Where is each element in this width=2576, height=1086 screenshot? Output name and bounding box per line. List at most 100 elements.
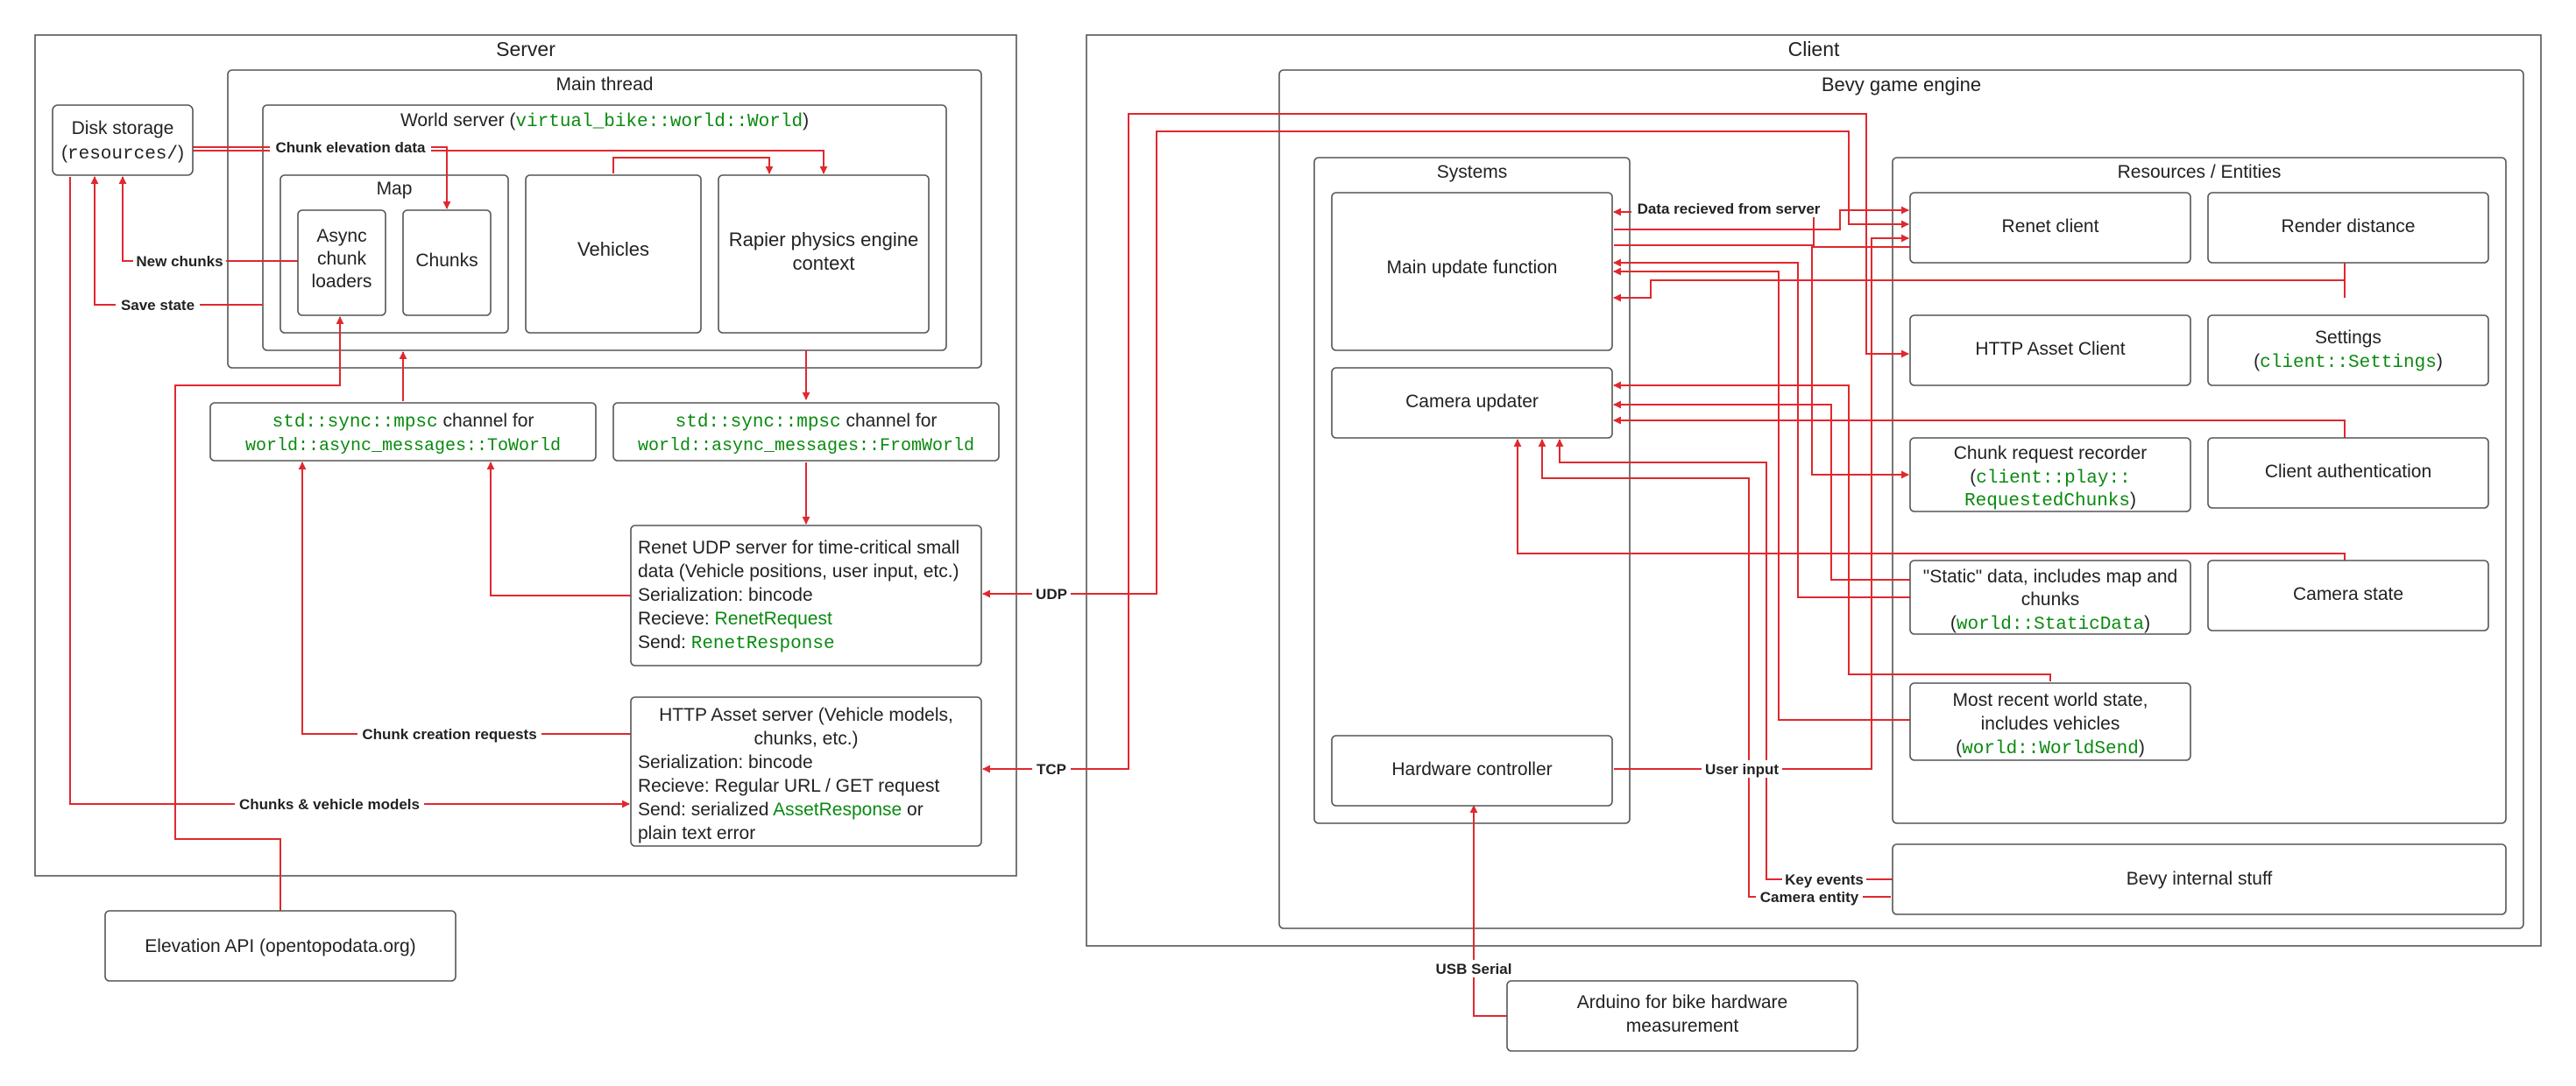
main-update-function-node: Main update function [1331, 192, 1613, 351]
svg-text:std::sync::mpsc channel for: std::sync::mpsc channel for [272, 411, 534, 433]
svg-text:Hardware controller: Hardware controller [1391, 759, 1552, 779]
svg-text:(client::play::: (client::play:: [1970, 467, 2130, 489]
world-server-container: World server (virtual_bike::world::World… [262, 104, 947, 351]
edge-key-events [1555, 439, 1893, 880]
svg-text:Serialization: bincode: Serialization: bincode [638, 752, 813, 772]
svg-text:chunks: chunks [2021, 589, 2080, 610]
http-asset-client-node: HTTP Asset Client [1909, 314, 2191, 386]
edge-camstate-to-camera [1513, 439, 2346, 561]
svg-text:loaders: loaders [312, 272, 372, 292]
svg-text:Camera state: Camera state [2293, 584, 2403, 604]
world-server-title: World server (virtual_bike::world::World… [400, 110, 809, 132]
client-authentication-node: Client authentication [2207, 437, 2489, 509]
svg-text:Main update function: Main update function [1387, 257, 1558, 278]
label-data-received: Data recieved from server [1638, 201, 1821, 217]
edge-usb-serial [1469, 805, 1509, 1017]
renet-client-node: Renet client [1909, 192, 2191, 264]
svg-text:Recieve: RenetRequest: Recieve: RenetRequest [638, 609, 832, 629]
map-title: Map [377, 179, 413, 199]
edge-elevation-to-loaders [174, 316, 344, 911]
udp-server-node: Renet UDP server for time-critical small… [630, 525, 982, 666]
svg-text:plain text error: plain text error [638, 823, 755, 843]
edge-user-input [1614, 234, 1909, 770]
edge-disk-to-chunks [193, 146, 451, 209]
static-data-node: "Static" data, includes map and chunks (… [1909, 560, 2191, 635]
main-thread-title: Main thread [556, 74, 654, 95]
mpsc-from-world-node: std::sync::mpsc channel for world::async… [612, 402, 1000, 462]
label-chunk-creation: Chunk creation requests [362, 726, 536, 743]
edge-tcp-link [982, 113, 1909, 773]
async-chunk-loaders-node: Async chunk loaders [297, 209, 386, 316]
svg-text:(world::WorldSend): (world::WorldSend) [1956, 737, 2145, 759]
label-udp: UDP [1036, 586, 1067, 603]
svg-text:(client::Settings): (client::Settings) [2254, 351, 2443, 373]
rapier-node: Rapier physics engine context [718, 174, 930, 334]
svg-text:Chunk request recorder: Chunk request recorder [1954, 443, 2148, 463]
render-distance-node: Render distance [2207, 192, 2489, 264]
svg-text:Send: serialized AssetResponse: Send: serialized AssetResponse or [638, 800, 924, 820]
client-title: Client [1788, 38, 1840, 60]
bevy-title: Bevy game engine [1822, 74, 1981, 95]
svg-text:(resources/): (resources/) [61, 143, 184, 165]
svg-text:(world::StaticData): (world::StaticData) [1950, 613, 2150, 635]
edge-disk-to-http [69, 177, 630, 808]
systems-title: Systems [1437, 162, 1508, 182]
svg-text:Renet UDP server for time-crit: Renet UDP server for time-critical small [638, 538, 959, 558]
edge-main-to-recorder [1614, 244, 1909, 479]
label-new-chunks: New chunks [136, 253, 223, 270]
svg-text:chunks, etc.): chunks, etc.) [754, 729, 858, 749]
label-camera-entity: Camera entity [1760, 889, 1859, 906]
elevation-api-node: Elevation API (opentopodata.org) [104, 910, 456, 982]
map-container: Map [280, 174, 509, 334]
edge-camera-entity [1538, 439, 1891, 898]
svg-text:Settings: Settings [2315, 328, 2381, 348]
edge-labels: Chunk elevation data New chunks Save sta… [116, 138, 1866, 977]
edge-main-to-renet [1614, 206, 1909, 230]
svg-text:RequestedChunks): RequestedChunks) [1964, 490, 2136, 511]
svg-text:Bevy internal stuff: Bevy internal stuff [2127, 869, 2273, 889]
svg-text:Recieve: Regular URL / GET req: Recieve: Regular URL / GET request [638, 776, 939, 796]
svg-text:"Static" data, includes map an: "Static" data, includes map and [1923, 567, 2177, 587]
svg-text:Client authentication: Client authentication [2265, 462, 2431, 482]
edge-map-save-state [90, 176, 263, 306]
svg-text:Renet client: Renet client [2002, 216, 2099, 236]
camera-updater-node: Camera updater [1331, 367, 1613, 439]
edge-http-to-mpsc-to [298, 462, 631, 735]
label-tcp: TCP [1037, 761, 1066, 778]
svg-text:Async: Async [316, 226, 366, 246]
svg-text:Serialization: bincode: Serialization: bincode [638, 585, 813, 605]
http-asset-server-node: HTTP Asset server (Vehicle models, chunk… [630, 696, 982, 847]
svg-text:world::async_messages::FromWor: world::async_messages::FromWorld [638, 436, 974, 456]
label-save-state: Save state [121, 297, 195, 314]
chunks-node: Chunks [402, 209, 492, 316]
disk-storage-node: Disk storage (resources/) [52, 104, 194, 176]
svg-text:std::sync::mpsc channel for: std::sync::mpsc channel for [676, 411, 938, 433]
edge-settings-to-main [1613, 279, 2346, 302]
svg-text:includes vehicles: includes vehicles [1981, 714, 2120, 734]
edge-world-to-camera [1613, 381, 2051, 681]
main-thread-container: Main thread [227, 69, 982, 369]
svg-text:world::async_messages::ToWorld: world::async_messages::ToWorld [245, 436, 561, 456]
svg-text:Elevation API (opentopodata.or: Elevation API (opentopodata.org) [145, 936, 415, 956]
vehicles-node: Vehicles [525, 174, 702, 334]
edge-udp-to-mpsc-to [486, 462, 631, 596]
settings-node: Settings (client::Settings) [2207, 314, 2489, 386]
mpsc-to-world-node: std::sync::mpsc channel for world::async… [209, 402, 597, 462]
arduino-node: Arduino for bike hardware measurement [1506, 980, 1858, 1052]
svg-text:measurement: measurement [1626, 1016, 1739, 1036]
svg-text:HTTP Asset Client: HTTP Asset Client [1975, 339, 2125, 359]
svg-text:Arduino for bike hardware: Arduino for bike hardware [1577, 992, 1787, 1012]
svg-text:Vehicles: Vehicles [577, 238, 649, 260]
svg-text:HTTP Asset server (Vehicle mod: HTTP Asset server (Vehicle models, [659, 705, 953, 725]
label-chunk-elevation: Chunk elevation data [276, 139, 427, 156]
svg-text:data (Vehicle positions, user: data (Vehicle positions, user input, etc… [638, 561, 959, 582]
edge-vehicles-to-rapier [612, 157, 774, 174]
chunk-request-recorder-node: Chunk request recorder (client::play:: R… [1909, 437, 2191, 512]
svg-text:chunk: chunk [317, 249, 367, 269]
hardware-controller-node: Hardware controller [1331, 735, 1613, 807]
svg-text:Render distance: Render distance [2282, 216, 2416, 236]
svg-text:Rapier physics engine: Rapier physics engine [729, 229, 918, 250]
world-state-node: Most recent world state, includes vehicl… [1909, 682, 2191, 761]
label-key-events: Key events [1785, 871, 1864, 888]
svg-text:Camera updater: Camera updater [1405, 391, 1539, 412]
